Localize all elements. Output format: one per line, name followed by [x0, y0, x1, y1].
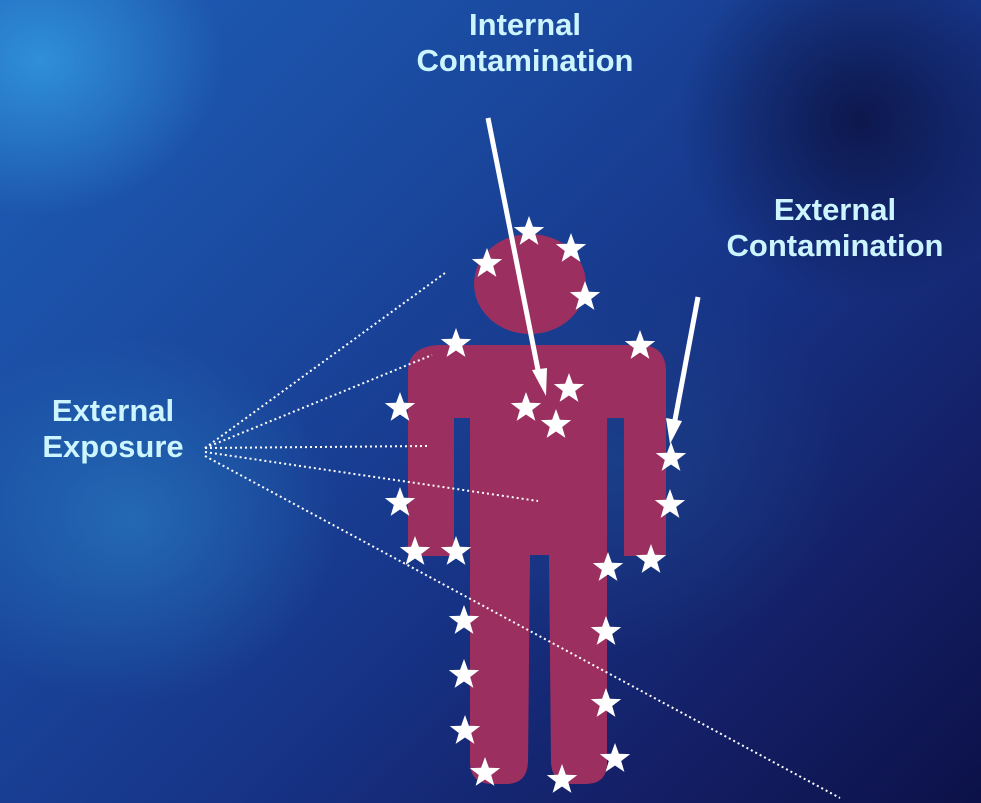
person-body: [408, 345, 666, 784]
person-silhouette-icon: [408, 234, 666, 784]
exposure-ray: [205, 446, 428, 448]
external-contamination-arrow-icon: [666, 297, 698, 444]
